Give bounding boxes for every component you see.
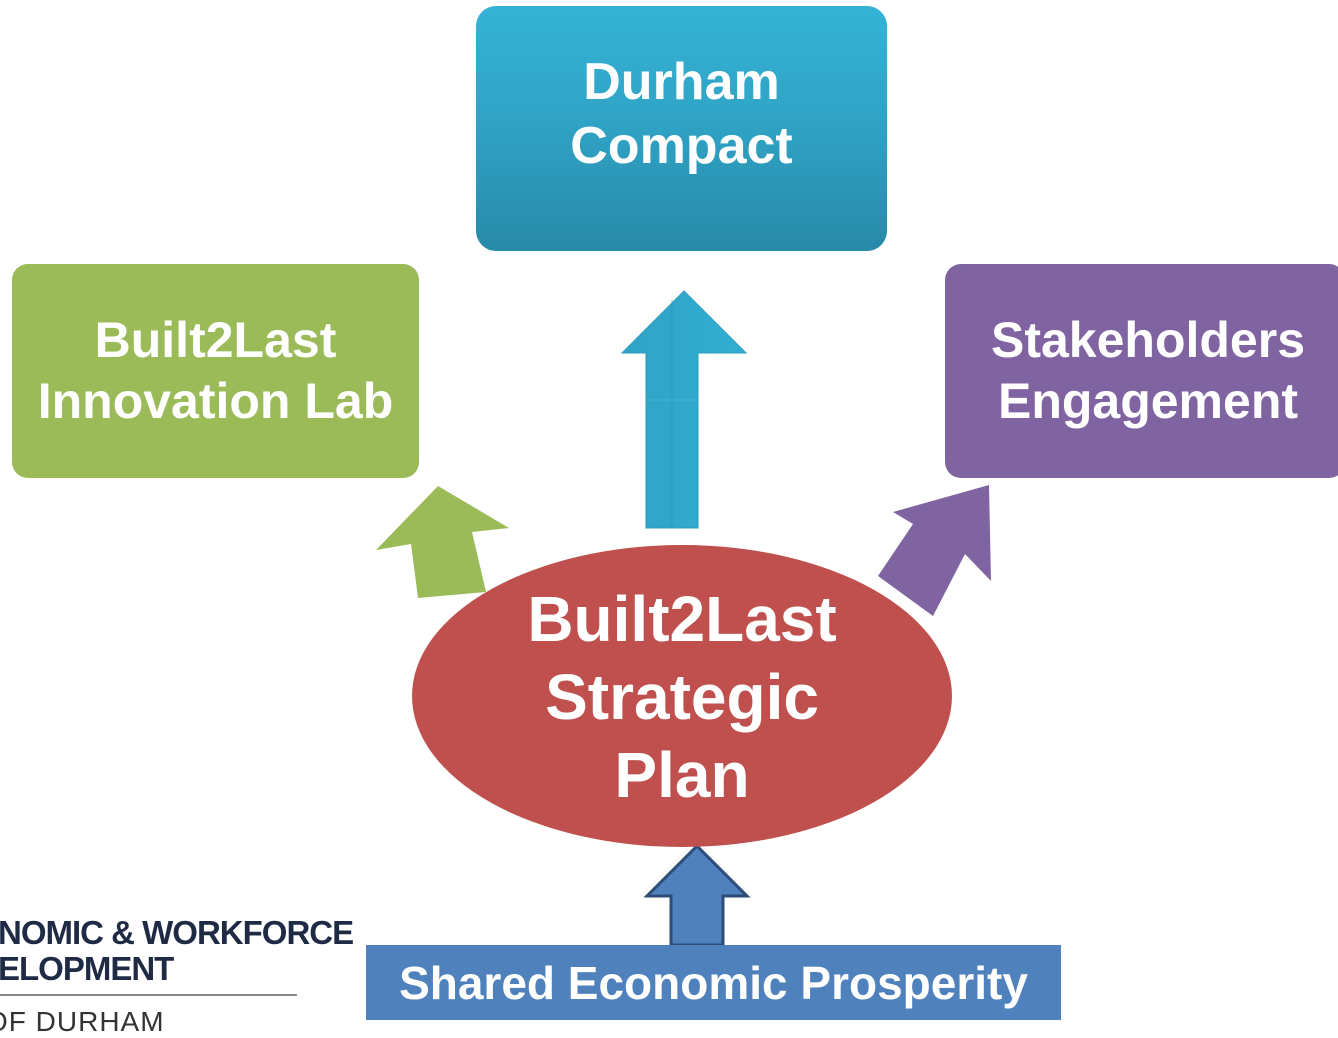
- innovation-lab-line-2: Innovation Lab: [37, 373, 394, 429]
- logo-divider: [0, 994, 297, 996]
- shared-prosperity-label: Shared Economic Prosperity: [399, 956, 1028, 1009]
- logo-line-3: OF DURHAM: [0, 1006, 165, 1037]
- durham-compact-line-2: Compact: [570, 116, 793, 175]
- arrow-to-innovation-lab: [376, 486, 509, 598]
- arrow-to-durham-compact: [620, 290, 748, 529]
- logo-line-1: NOMIC & WORKFORCE: [0, 914, 354, 951]
- durham-compact-line-1: Durham: [583, 53, 780, 112]
- stakeholders-line-1: Stakeholders: [990, 312, 1305, 368]
- innovation-lab-box: Built2Last Innovation Lab: [12, 264, 419, 478]
- logo-line-2: ELOPMENT: [0, 950, 174, 987]
- stakeholders-line-2: Engagement: [997, 373, 1299, 429]
- shared-economic-prosperity-bar: Shared Economic Prosperity: [366, 945, 1061, 1020]
- strategic-plan-line-1: Built2Last: [527, 583, 837, 655]
- durham-compact-box: Durham Compact: [476, 6, 887, 251]
- arrow-to-stakeholders: [878, 485, 991, 616]
- innovation-lab-line-1: Built2Last: [94, 312, 337, 368]
- strategic-plan-oval: [412, 545, 952, 847]
- strategic-plan-label: Built2Last Strategic Plan: [412, 580, 952, 814]
- economic-workforce-development-logo: NOMIC & WORKFORCE ELOPMENT OF DURHAM: [0, 912, 354, 1037]
- arrow-from-shared-prosperity: [643, 843, 751, 947]
- strategic-plan-line-2: Strategic: [545, 661, 819, 734]
- strategic-plan-line-3: Plan: [614, 739, 750, 812]
- stakeholders-engagement-box: Stakeholders Engagement: [945, 264, 1338, 478]
